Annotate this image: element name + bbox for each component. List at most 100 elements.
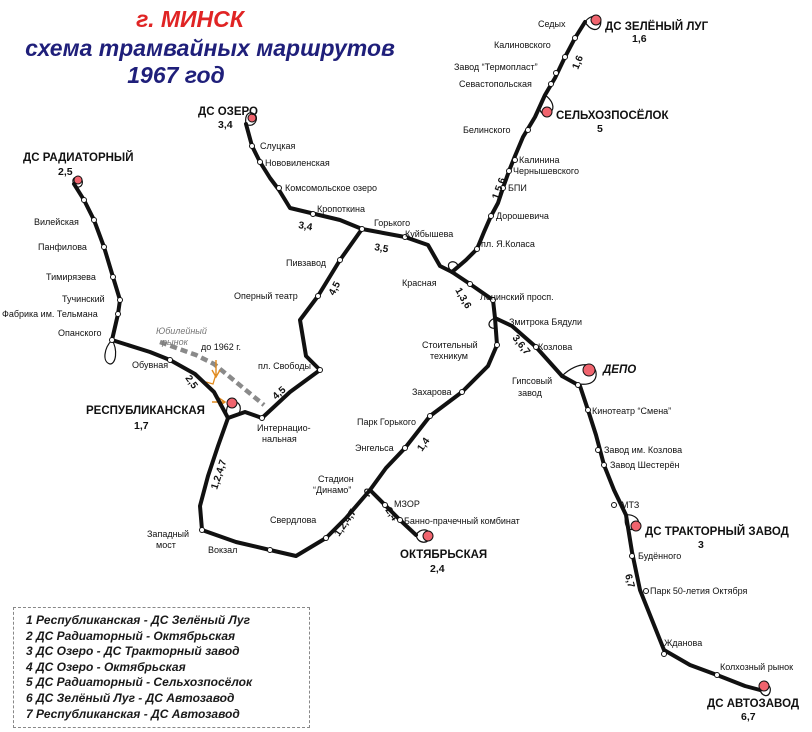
terminal-avtozavod-routes: 6,7	[741, 711, 756, 723]
stop-zavod-kozlova: Завод им. Козлова	[604, 445, 682, 455]
stop-zhdanova: Жданова	[664, 638, 702, 648]
stop-telmana: Фабрика им. Тельмана	[2, 309, 98, 319]
stop-kolasa: пл. Я.Коласа	[481, 239, 535, 249]
terminal-traktorny-routes: 3	[698, 539, 704, 551]
stop-novovilenskaya: Нововиленская	[265, 158, 330, 168]
depot-depo	[582, 363, 596, 377]
terminal-ozero-routes: 3,4	[218, 119, 233, 131]
terminal-respublikanskaya: РЕСПУБЛИКАНСКАЯ	[86, 405, 205, 417]
stop-mtz: МТЗ	[621, 500, 639, 510]
depot-selhoz	[541, 106, 553, 118]
line-zeleny-lug	[450, 20, 587, 274]
depot-markers	[73, 14, 770, 692]
stop-opanskogo: Опанского	[58, 328, 101, 338]
stop-vileyskaya: Вилейская	[34, 217, 79, 227]
segment-3-5: 3,5	[373, 242, 389, 255]
stop-sedyh: Седых	[538, 19, 566, 29]
terminal-ozero: ДС ОЗЕРО	[198, 106, 258, 118]
stop-sverdlova: Свердлова	[270, 515, 316, 525]
legend-item: 5 ДС Радиаторный - Сельхозпосёлок	[26, 675, 253, 690]
legend-item: 6 ДС Зелёный Луг - ДС Автозавод	[26, 690, 235, 705]
depot-traktorny	[630, 520, 642, 532]
line-svobody	[260, 227, 364, 420]
stop-zapadny-1: Западный	[147, 529, 189, 539]
terminal-zeleny-lug: ДС ЗЕЛЁНЫЙ ЛУГ	[605, 20, 709, 33]
stop-pivzavod: Пивзавод	[286, 258, 327, 268]
stop-bannoe: Банно-прачечный комбинат	[404, 516, 520, 526]
stop-belinskogo: Белинского	[463, 125, 511, 135]
stop-park-gorkogo: Парк Горького	[357, 417, 416, 427]
segment-4-5-a: 4,5	[327, 280, 343, 298]
stop-labels: Седых Калиновского Завод “Термопласт” Се…	[2, 19, 793, 672]
stop-slutskaya: Слуцкая	[260, 141, 296, 151]
stop-vokzal: Вокзал	[208, 545, 237, 555]
stop-internatsionalnaya-2: нальная	[262, 434, 297, 444]
terminal-labels: ДС ЗЕЛЁНЫЙ ЛУГ 1,6 СЕЛЬХОЗПОСЁЛОК 5 ДС О…	[23, 20, 799, 723]
legend-item: 2 ДС Радиаторный - Октябрьская	[26, 628, 236, 643]
stop-kozlova: Козлова	[538, 342, 572, 352]
stop-internatsionalnaya-1: Интернацио-	[257, 423, 311, 433]
terminal-depo: ДЕПО	[602, 364, 636, 376]
terminal-zeleny-lug-routes: 1,6	[632, 33, 647, 45]
stop-smena: Кинотеатр “Смена”	[592, 406, 671, 416]
segment-4-5-b: 4,5	[271, 384, 289, 402]
stop-mzor: МЗОР	[394, 499, 420, 509]
legend-item: 1 Республиканская - ДС Зелёный Луг	[26, 613, 250, 627]
line-internatsionalnaya	[226, 410, 264, 420]
segment-1-4: 1,4	[415, 436, 432, 454]
stop-kalinovskogo: Калиновского	[494, 40, 551, 50]
depot-zeleny-lug	[590, 14, 602, 26]
stop-chernyshevskogo: Чернышевского	[513, 166, 579, 176]
stop-timiryazeva: Тимирязева	[46, 272, 96, 282]
segment-3-6-7: 3,6,7	[510, 333, 533, 358]
stop-doroshevicha: Дорошевича	[496, 211, 549, 221]
stop-stadion-2: “Динамо”	[313, 485, 351, 495]
legend-item: 7 Республиканская - ДС Автозавод	[26, 706, 240, 721]
stop-stadion-1: Стадион	[318, 474, 354, 484]
stop-engelsa: Энгельса	[355, 443, 394, 453]
stop-gipsovy-2: завод	[518, 388, 543, 398]
legend-item: 3 ДС Озеро - ДС Тракторный завод	[26, 644, 240, 659]
stop-park50: Парк 50-летия Октября	[650, 586, 748, 596]
segment-3-4: 3,4	[297, 220, 313, 233]
terminal-radiatorny: ДС РАДИАТОРНЫЙ	[23, 151, 133, 164]
depot-respublikanskaya	[226, 397, 238, 409]
stop-bpi: БПИ	[508, 183, 527, 193]
stop-obuvnaya: Обувная	[132, 360, 168, 370]
stop-stroitelny-1: Стоительный	[422, 340, 478, 350]
terminal-respublikanskaya-routes: 1,7	[134, 420, 149, 432]
map-title-subtitle: схема трамвайных маршрутов	[25, 35, 395, 61]
stop-zapadny-2: мост	[156, 540, 176, 550]
stop-dots	[81, 35, 720, 678]
stop-krasnaya: Красная	[402, 278, 437, 288]
map-title-city: г. МИНСК	[136, 6, 246, 32]
stop-gorkogo: Горького	[374, 218, 410, 228]
segment-6-7: 6,7	[622, 573, 636, 590]
arrow-icon	[211, 360, 221, 379]
stop-kolhozny: Колхозный рынок	[720, 662, 793, 672]
stop-operny: Оперный театр	[234, 291, 298, 301]
stop-kuybysheva: Куйбышева	[405, 229, 453, 239]
stop-budennogo: Будённого	[638, 551, 681, 561]
stop-termoplast: Завод “Термопласт”	[454, 62, 538, 72]
stop-kalinina: Калинина	[519, 155, 560, 165]
segment-1-2-4-7-b: 1,2,4,7	[332, 507, 359, 539]
terminal-selhoz-routes: 5	[597, 123, 603, 135]
old-line-yubileyny	[159, 339, 266, 407]
depot-avtozavod	[758, 680, 770, 692]
stop-shesteren: Завод Шестерён	[610, 460, 679, 470]
line-vokzal	[198, 416, 372, 558]
stop-byadulya: Змитрока Бядули	[509, 317, 582, 327]
stop-zaharova: Захарова	[412, 387, 452, 397]
stop-sevastopolskaya: Севастопольская	[459, 79, 532, 89]
stop-leninsky: Ленинский просп.	[480, 292, 554, 302]
depot-oktyabrskaya	[422, 530, 434, 542]
stop-svobody: пл. Свободы	[258, 361, 311, 371]
line-avtozavod	[560, 374, 762, 692]
map-title-year: 1967 год	[127, 62, 225, 88]
label-do1962: до 1962 г.	[201, 342, 241, 352]
segment-1-3-6: 1,3,6	[452, 286, 473, 311]
stop-komsomolskoe: Комсомольское озеро	[285, 183, 377, 193]
